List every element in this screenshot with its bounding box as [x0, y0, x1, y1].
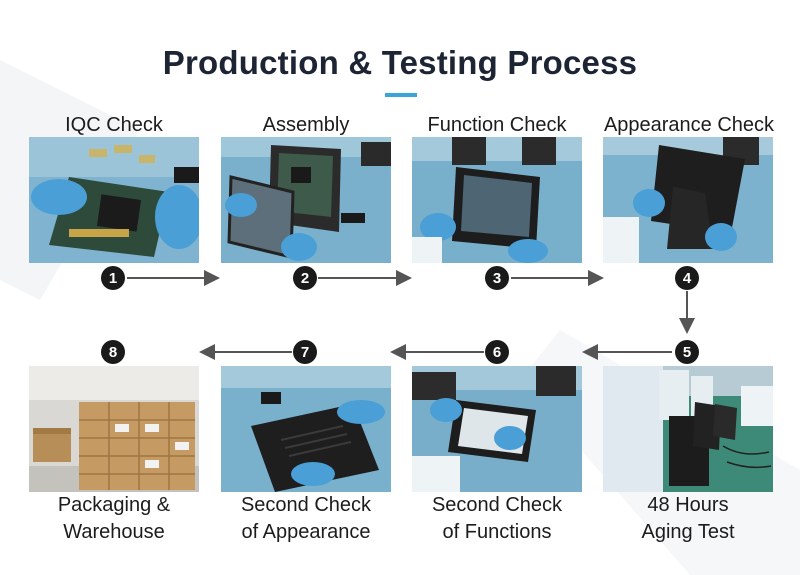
step-8-number: 8	[109, 344, 117, 361]
second-function-check-photo	[412, 366, 582, 492]
second-appearance-check-photo	[221, 366, 391, 492]
step-6-number: 6	[493, 344, 501, 361]
step-1-badge: 1	[101, 266, 125, 290]
step-2-number: 2	[301, 270, 309, 287]
step-4-number: 4	[683, 270, 692, 287]
step-6-badge: 6	[485, 340, 509, 364]
step-8-label: Packaging & Warehouse	[29, 492, 199, 546]
aging-test-photo	[603, 366, 773, 492]
step-7-badge: 7	[293, 340, 317, 364]
step-7-label: Second Check of Appearance	[211, 492, 401, 546]
step-1-number: 1	[109, 270, 117, 287]
step-8-badge: 8	[101, 340, 125, 364]
step-5-badge: 5	[675, 340, 699, 364]
step-4-badge: 4	[675, 266, 699, 290]
step-3-number: 3	[493, 270, 501, 287]
step-5-label: 48 Hours Aging Test	[593, 492, 783, 546]
step-6-label: Second Check of Functions	[402, 492, 592, 546]
step-3-badge: 3	[485, 266, 509, 290]
step-5-number: 5	[683, 344, 691, 361]
warehouse-photo	[29, 366, 199, 492]
step-7-number: 7	[301, 344, 309, 361]
step-2-badge: 2	[293, 266, 317, 290]
